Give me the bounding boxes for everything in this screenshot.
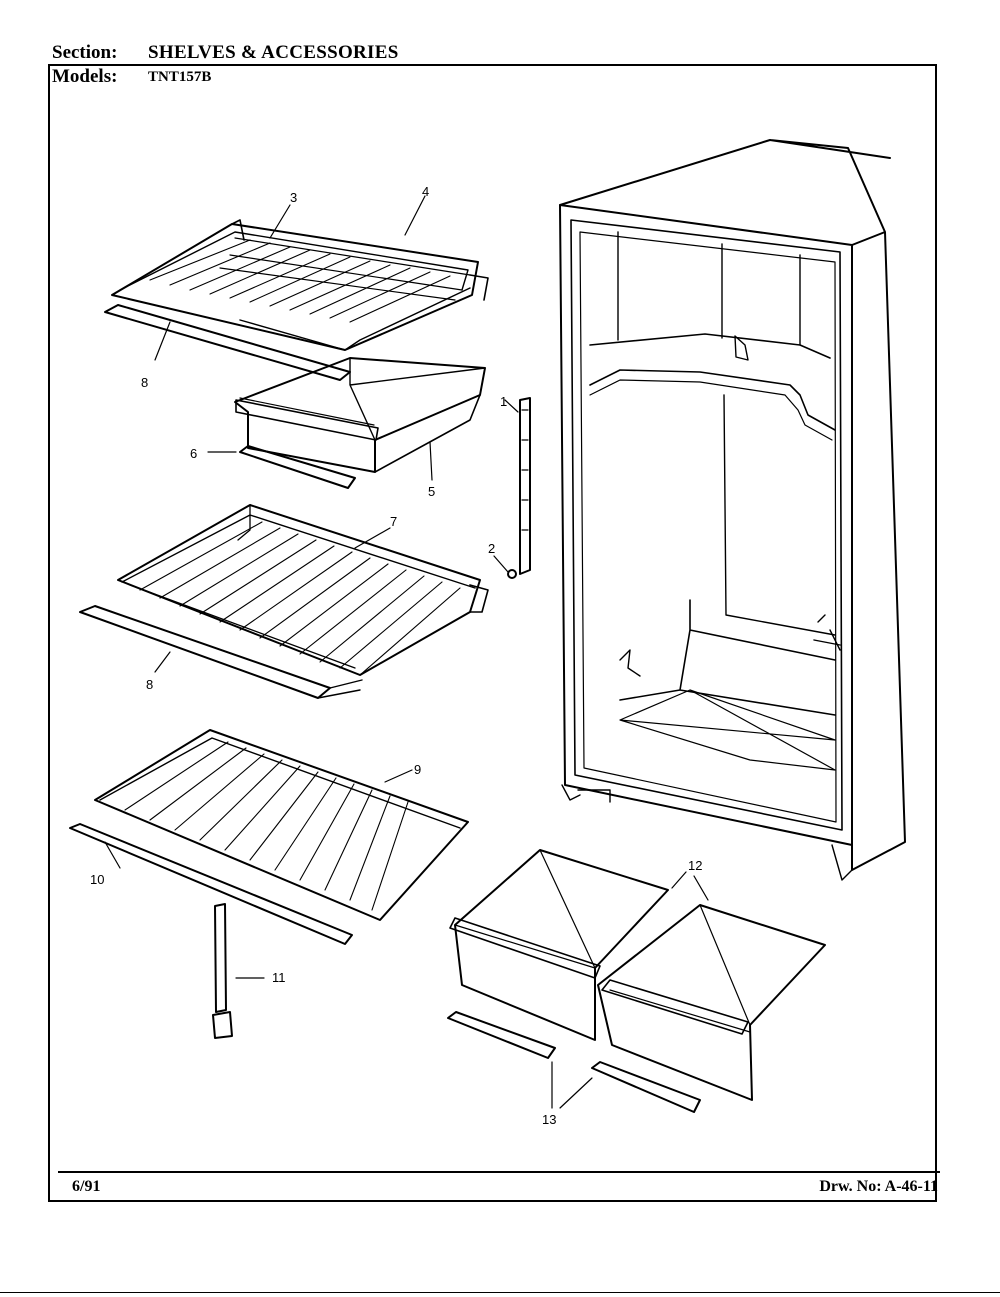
drawing-frame bbox=[48, 64, 937, 1202]
callout-4: 4 bbox=[422, 184, 429, 199]
callout-leaders bbox=[104, 195, 709, 1109]
callout-13: 13 bbox=[542, 1112, 556, 1127]
callout-10: 10 bbox=[90, 872, 104, 887]
drawer-cover bbox=[239, 445, 356, 489]
callout-6: 6 bbox=[190, 446, 197, 461]
shelf-support bbox=[507, 397, 531, 579]
models-value: TNT157B bbox=[148, 69, 212, 85]
callout-3: 3 bbox=[290, 190, 297, 205]
callout-9: 9 bbox=[414, 762, 421, 777]
top-shelf-assembly bbox=[104, 219, 489, 381]
callout-7: 7 bbox=[390, 514, 397, 529]
drawing-number: Drw. No: A-46-11 bbox=[819, 1178, 938, 1195]
models-label: Models: bbox=[52, 66, 118, 87]
page-bottom-rule bbox=[0, 1292, 1000, 1293]
callout-5: 5 bbox=[428, 484, 435, 499]
wire-shelf bbox=[79, 504, 489, 699]
pan-drawer bbox=[234, 357, 486, 473]
rail bbox=[212, 903, 233, 1039]
section-title: SHELVES & ACCESSORIES bbox=[148, 42, 399, 63]
callout-numbers: 3 4 8 6 5 1 2 7 8 9 10 11 12 13 bbox=[90, 184, 702, 1127]
drawing-date: 6/91 bbox=[72, 1178, 101, 1195]
callout-12: 12 bbox=[688, 858, 702, 873]
footer-divider bbox=[58, 1171, 940, 1173]
glass-shelf bbox=[69, 729, 469, 945]
crisper-drawers bbox=[447, 849, 826, 1113]
callout-8-top: 8 bbox=[141, 375, 148, 390]
callout-2: 2 bbox=[488, 541, 495, 556]
section-label: Section: bbox=[52, 42, 118, 63]
callout-11: 11 bbox=[272, 970, 286, 985]
callout-1: 1 bbox=[500, 394, 507, 409]
callout-8-middle: 8 bbox=[146, 677, 153, 692]
refrigerator-cabinet bbox=[559, 139, 906, 881]
